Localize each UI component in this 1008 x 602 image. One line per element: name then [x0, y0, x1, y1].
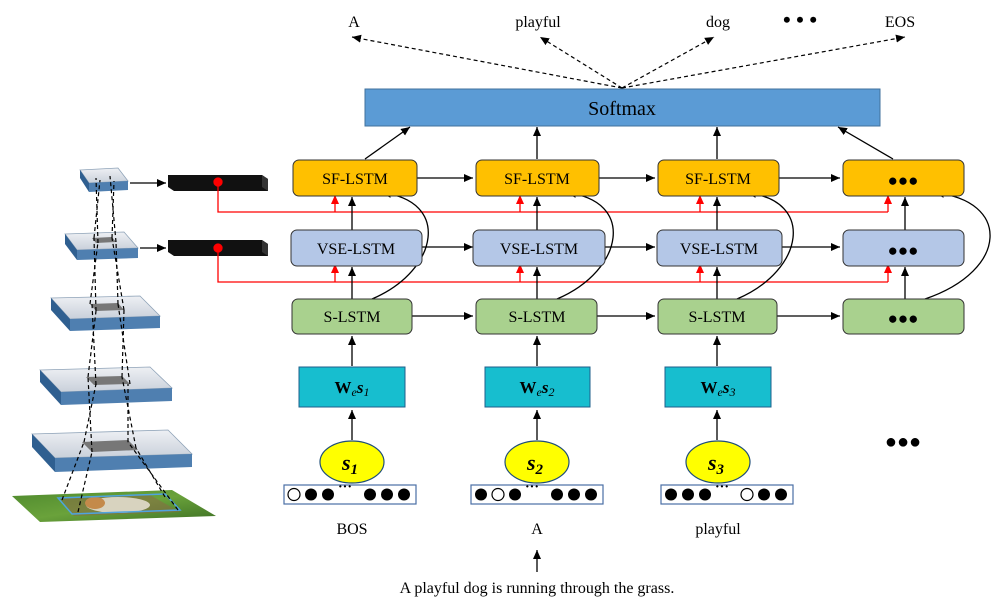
onehot-row: ··· ··· ··· [283, 480, 794, 505]
receptive-field-lines [61, 175, 179, 513]
output-word-2: playful [515, 14, 561, 31]
token-label-1: s1 [341, 450, 358, 478]
s-lstm-label-3: S-LSTM [689, 309, 746, 326]
s-lstm-row: S-LSTM S-LSTM S-LSTM ●●● [291, 298, 965, 335]
svg-text:···: ··· [525, 480, 539, 495]
input-word-2: A [531, 521, 543, 538]
sf-lstm-label-1: SF-LSTM [322, 171, 388, 188]
sf-lstm-label-4: ●●● [888, 171, 919, 190]
vertical-arrows [348, 126, 909, 572]
svg-text:···: ··· [715, 480, 729, 495]
output-word-1: A [348, 14, 360, 31]
skip-curves [371, 189, 991, 300]
embed-label-2: Wes2 [520, 378, 555, 399]
cnn-pyramid [12, 167, 268, 522]
vse-lstm-label-4: ●●● [888, 241, 919, 260]
input-word-3: playful [695, 521, 741, 538]
input-image [12, 490, 216, 522]
token-label-3: s3 [707, 450, 725, 478]
sf-lstm-label-2: SF-LSTM [504, 171, 570, 188]
output-word-eos: EOS [885, 14, 915, 31]
output-words: A playful dog • • • EOS [348, 7, 915, 32]
ellipsis-right: ●●● [885, 431, 921, 453]
embed-label-3: Wes3 [701, 378, 736, 399]
caption-sentence: A playful dog is running through the gra… [400, 580, 675, 597]
plate-5 [31, 429, 193, 472]
vse-lstm-label-2: VSE-LSTM [500, 241, 578, 258]
sf-lstm-row: SF-LSTM SF-LSTM SF-LSTM ●●● [292, 159, 965, 197]
svg-text:···: ··· [338, 480, 352, 495]
s-lstm-label-4: ●●● [888, 309, 919, 328]
onehot-1: ··· [283, 480, 417, 505]
vse-lstm-label-3: VSE-LSTM [680, 241, 758, 258]
plate-2 [64, 231, 139, 260]
vse-lstm-label-1: VSE-LSTM [317, 241, 395, 258]
input-word-1: BOS [336, 521, 367, 538]
s-lstm-label-1: S-LSTM [324, 309, 381, 326]
plate-1 [79, 167, 129, 192]
onehot-2: ··· [470, 480, 604, 505]
output-word-3: dog [706, 14, 730, 31]
softmax-layer: Softmax [364, 88, 881, 127]
horizontal-arrows [412, 174, 840, 320]
token-label-2: s2 [526, 450, 544, 478]
onehot-3: ··· [660, 480, 794, 505]
sf-lstm-label-3: SF-LSTM [685, 171, 751, 188]
embed-label-1: Wes1 [335, 378, 370, 399]
embedding-row: Wes1 Wes2 Wes3 [298, 366, 772, 408]
output-arrows [351, 34, 906, 89]
output-ellipsis: • • • [783, 7, 817, 32]
plate-4 [39, 366, 173, 405]
red-connections [213, 177, 892, 283]
plate-3 [50, 295, 161, 331]
softmax-label: Softmax [588, 98, 656, 120]
s-lstm-label-2: S-LSTM [509, 309, 566, 326]
vse-lstm-row: VSE-LSTM VSE-LSTM VSE-LSTM ●●● [290, 229, 965, 267]
token-row: s1 s2 s3 [319, 440, 751, 484]
